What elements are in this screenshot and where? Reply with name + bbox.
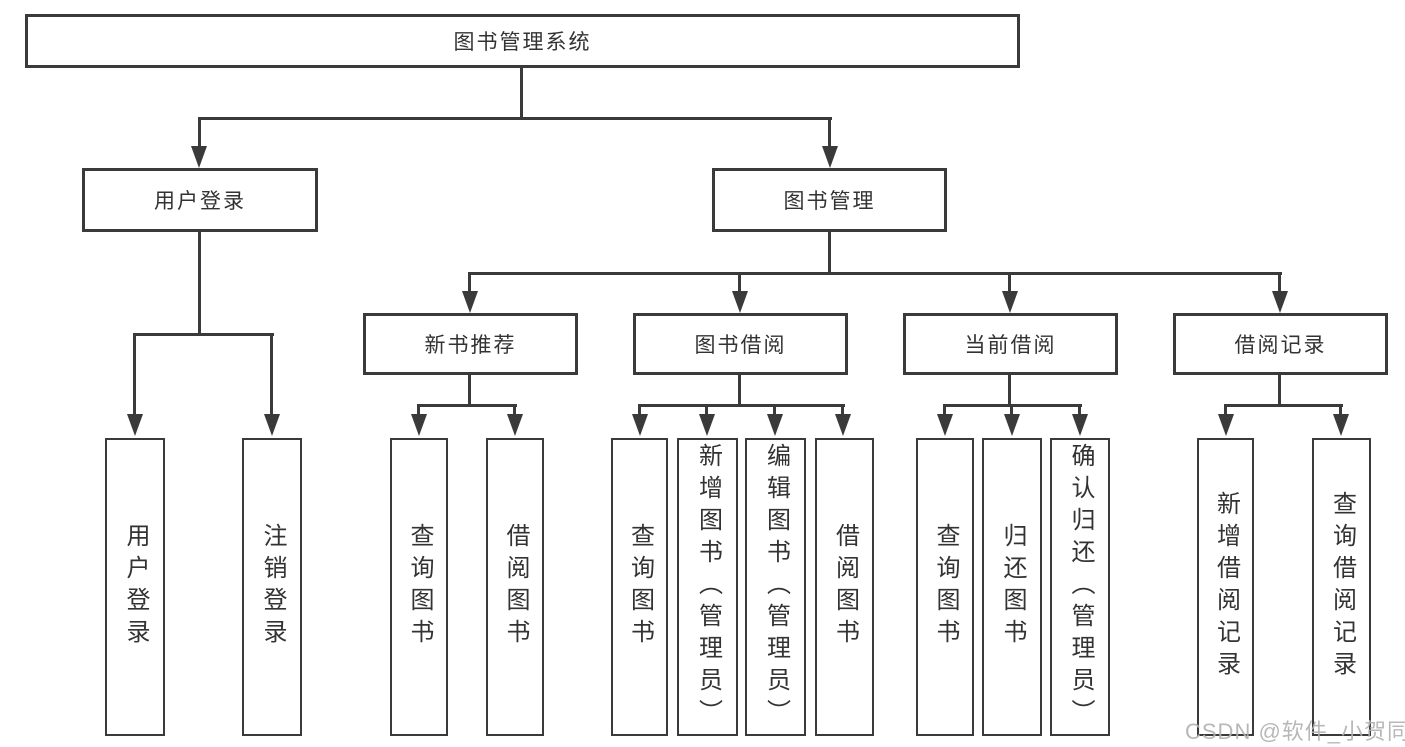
leaf-logout: 注销登录	[242, 438, 302, 736]
leaf-logout-label: 注销登录	[259, 523, 286, 651]
arrow-down-icon	[767, 414, 783, 436]
arrow-down-icon	[1272, 291, 1288, 313]
arrow-down-icon	[127, 414, 143, 436]
node-new-book-recommend: 新书推荐	[363, 313, 578, 375]
node-user-login: 用户登录	[82, 168, 318, 232]
leaf-current-query-books-label: 查询图书	[932, 523, 959, 651]
leaf-borrow-borrow-books: 借阅图书	[815, 438, 874, 736]
arrow-down-icon	[822, 146, 838, 168]
arrow-down-icon	[632, 414, 648, 436]
connector-line	[1278, 375, 1281, 407]
leaf-current-return-books-label: 归还图书	[999, 523, 1026, 651]
connector-line	[841, 404, 844, 416]
leaf-borrow-query-books: 查询图书	[611, 438, 668, 736]
connector-line	[198, 117, 832, 120]
connector-line	[513, 404, 516, 416]
arrow-down-icon	[732, 291, 748, 313]
connector-line	[1224, 404, 1227, 416]
connector-line	[638, 404, 845, 407]
leaf-recommend-borrow-books: 借阅图书	[486, 438, 544, 736]
arrow-down-icon	[507, 414, 523, 436]
arrow-down-icon	[699, 414, 715, 436]
leaf-borrow-edit-books-admin-label: 编辑图书（管理员）	[762, 443, 790, 731]
connector-line	[1008, 272, 1011, 296]
leaf-recommend-query-books-label: 查询图书	[406, 523, 433, 651]
connector-line	[828, 117, 831, 149]
arrow-down-icon	[1072, 414, 1088, 436]
connector-line	[270, 333, 273, 416]
leaf-records-add-record-label: 新增借阅记录	[1212, 491, 1240, 683]
connector-line	[1008, 375, 1011, 407]
connector-line	[1010, 404, 1013, 416]
leaf-borrow-add-books-admin-label: 新增图书（管理员）	[694, 443, 722, 731]
connector-line	[705, 404, 708, 416]
arrow-down-icon	[937, 414, 953, 436]
leaf-records-add-record: 新增借阅记录	[1197, 438, 1254, 736]
connector-line	[417, 404, 517, 407]
node-book-borrow-label: 图书借阅	[694, 334, 787, 357]
node-book-management-label: 图书管理	[783, 190, 876, 213]
connector-line	[943, 404, 946, 416]
connector-line	[520, 68, 523, 117]
arrow-down-icon	[1333, 414, 1349, 436]
connector-line	[1078, 404, 1081, 416]
node-new-book-recommend-label: 新书推荐	[424, 334, 517, 357]
connector-line	[738, 375, 741, 407]
connector-line	[828, 232, 831, 275]
connector-line	[468, 272, 471, 296]
arrow-down-icon	[411, 414, 427, 436]
node-borrow-records-label: 借阅记录	[1234, 334, 1327, 357]
node-root-label: 图书管理系统	[453, 31, 592, 54]
connector-line	[738, 272, 741, 296]
connector-line	[638, 404, 641, 416]
arrow-down-icon	[835, 414, 851, 436]
node-book-management: 图书管理	[712, 168, 947, 232]
connector-line	[1224, 404, 1343, 407]
node-root: 图书管理系统	[25, 14, 1020, 68]
connector-line	[773, 404, 776, 416]
node-current-borrow-label: 当前借阅	[964, 334, 1057, 357]
leaf-current-confirm-return-admin-label: 确认归还（管理员）	[1067, 443, 1094, 731]
leaf-current-confirm-return-admin: 确认归还（管理员）	[1050, 438, 1110, 736]
connector-line	[133, 333, 274, 336]
connector-line	[417, 404, 420, 416]
arrow-down-icon	[1002, 291, 1018, 313]
leaf-borrow-query-books-label: 查询图书	[626, 523, 654, 651]
connector-line	[133, 333, 136, 416]
arrow-down-icon	[1004, 414, 1020, 436]
arrow-down-icon	[191, 146, 207, 168]
leaf-records-query-record: 查询借阅记录	[1312, 438, 1371, 736]
leaf-recommend-query-books: 查询图书	[390, 438, 448, 736]
node-book-borrow: 图书借阅	[633, 313, 848, 375]
leaf-current-query-books: 查询图书	[916, 438, 974, 736]
connector-line	[1278, 272, 1281, 296]
leaf-user-login-label: 用户登录	[122, 523, 149, 651]
leaf-user-login: 用户登录	[105, 438, 165, 736]
leaf-borrow-borrow-books-label: 借阅图书	[831, 523, 859, 651]
arrow-down-icon	[264, 414, 280, 436]
connector-line	[198, 117, 201, 149]
leaf-borrow-edit-books-admin: 编辑图书（管理员）	[745, 438, 806, 736]
connector-line	[1339, 404, 1342, 416]
node-current-borrow: 当前借阅	[903, 313, 1118, 375]
arrow-down-icon	[1218, 414, 1234, 436]
leaf-borrow-add-books-admin: 新增图书（管理员）	[677, 438, 738, 736]
connector-line	[468, 375, 471, 407]
connector-line	[468, 272, 1282, 275]
arrow-down-icon	[462, 291, 478, 313]
leaf-records-query-record-label: 查询借阅记录	[1328, 491, 1356, 683]
node-borrow-records: 借阅记录	[1173, 313, 1388, 375]
csdn-watermark: CSDN @软件_小贺同学	[1185, 719, 1405, 744]
leaf-recommend-borrow-books-label: 借阅图书	[502, 523, 529, 651]
connector-line	[198, 232, 201, 336]
leaf-current-return-books: 归还图书	[982, 438, 1042, 736]
node-user-login-label: 用户登录	[154, 190, 246, 213]
